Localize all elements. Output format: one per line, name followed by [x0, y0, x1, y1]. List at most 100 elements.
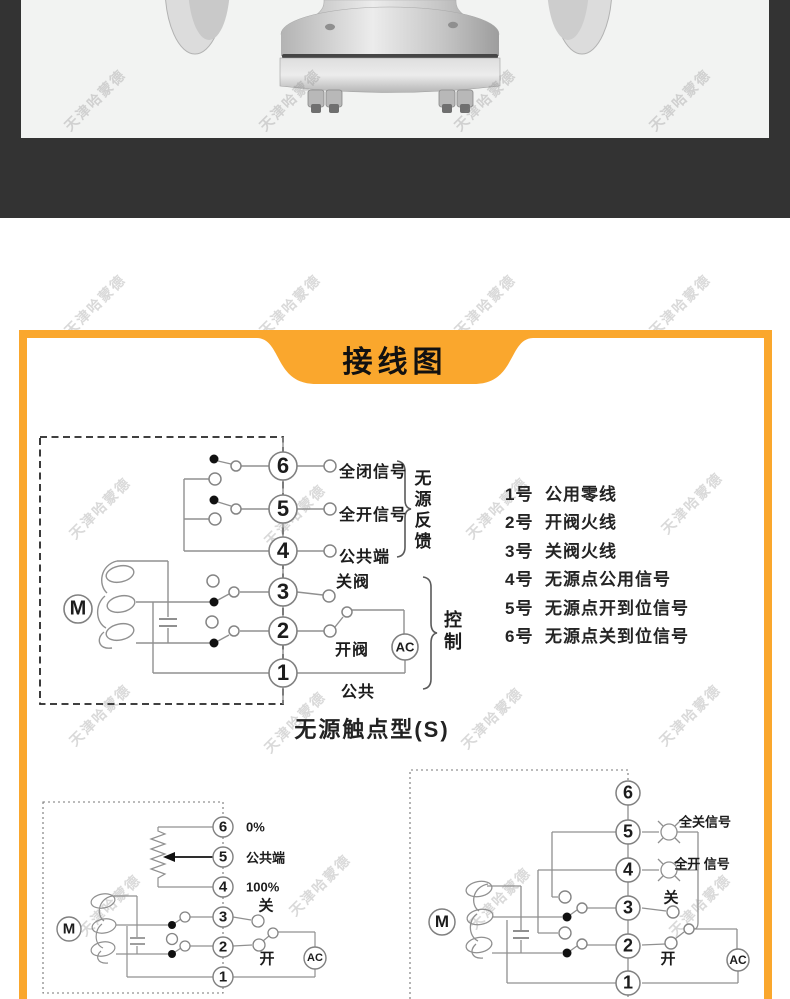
ac-label: AC	[307, 952, 323, 964]
bl-close-label: 关	[258, 897, 274, 915]
bl-terminal-1-label: 1	[218, 968, 228, 986]
bl-open-label: 开	[259, 950, 275, 968]
lamp-icon	[657, 858, 681, 882]
common-label: 公共	[340, 684, 376, 701]
wire-number: 2号	[505, 513, 534, 532]
feedback-group-label: 无源反馈	[411, 469, 431, 553]
ac-label: AC	[729, 953, 747, 967]
common-terminal-label: 公共端	[339, 549, 391, 566]
wire-desc: 公用零线	[545, 485, 617, 504]
wire-desc: 无源点开到位信号	[545, 599, 689, 618]
bolt-hole	[325, 23, 335, 31]
valve-photo	[21, 0, 769, 138]
br-terminal-6-label: 6	[622, 782, 634, 803]
motor-icon	[56, 916, 82, 942]
br-terminal-4-label: 4	[622, 859, 634, 880]
ac-source-icon	[303, 946, 327, 970]
wire-number: 3号	[505, 542, 534, 561]
bl-dotted-boundary	[42, 801, 224, 994]
br-terminal-3-label: 3	[622, 897, 634, 918]
bl-terminal-4-label: 4	[218, 878, 228, 896]
motor-winding-icon	[465, 880, 494, 959]
motor-label: M	[434, 912, 450, 931]
lamp-icon	[657, 820, 681, 844]
br-close-label: 关	[663, 889, 679, 907]
br-dotted-boundary	[409, 769, 629, 999]
wire-list-item: 1号 公用零线	[505, 485, 617, 505]
terminal-5-label: 5	[276, 496, 290, 521]
br-diagram-contacts	[558, 890, 695, 950]
terminal-4-label: 4	[276, 538, 290, 563]
bolts	[307, 89, 474, 113]
bl-diagram-contacts	[165, 911, 279, 952]
bl-terminal-3-label: 3	[218, 908, 228, 926]
main-diagram-contact-dots	[209, 454, 219, 648]
terminal-6-label: 6	[276, 453, 290, 478]
wire-list-item: 6号 无源点关到位信号	[505, 627, 689, 647]
full-close-signal-label: 全闭信号	[339, 464, 408, 481]
wire-desc: 无源点公用信号	[545, 570, 671, 589]
main-diagram-wires	[39, 436, 438, 705]
valve-body	[279, 0, 501, 113]
br-full-open-signal-label: 全开 信号	[674, 856, 730, 872]
potentiometer-icon	[149, 827, 167, 887]
bl-terminal-6-label: 6	[218, 818, 228, 836]
pipe-flange-left	[165, 0, 230, 55]
terminal-2-label: 2	[276, 618, 290, 643]
capacitor-icon	[130, 937, 145, 954]
motor-icon	[63, 594, 93, 624]
wire-desc: 无源点关到位信号	[545, 627, 689, 646]
br-terminal-2-label: 2	[622, 935, 634, 956]
bl-terminal-circles	[56, 816, 327, 988]
section-title: 接线图	[342, 346, 448, 379]
br-terminal-1-label: 1	[622, 972, 634, 993]
bolt-hole	[448, 21, 458, 29]
ac-source-icon	[726, 948, 750, 972]
bl-common-label: 公共端	[246, 850, 286, 866]
gasket-groove	[282, 54, 498, 59]
bl-diagram-contact-dots	[168, 921, 176, 958]
motor-label: M	[62, 920, 76, 938]
diagram-caption: 无源触点型(S)	[294, 717, 450, 742]
pipe-flange-right	[547, 0, 612, 55]
wire-desc: 关阀火线	[545, 542, 617, 561]
valve-illustration	[165, 0, 612, 113]
main-diagram-contacts	[205, 459, 353, 638]
close-valve-label: 关阀	[335, 574, 371, 591]
br-diagram-contact-dots	[562, 912, 572, 958]
wire-number: 4号	[505, 570, 534, 589]
wire-list-item: 5号 无源点开到位信号	[505, 599, 689, 619]
motor-winding-icon	[96, 560, 136, 649]
control-group-bracket	[422, 576, 438, 690]
br-open-label: 开	[660, 950, 676, 968]
br-terminal-5-label: 5	[622, 821, 634, 842]
wire-list-item: 3号 关阀火线	[505, 542, 617, 562]
wire-desc: 开阀火线	[545, 513, 617, 532]
br-diagram-wires	[409, 769, 739, 999]
full-open-signal-label: 全开信号	[339, 507, 408, 524]
wire-number: 5号	[505, 599, 534, 618]
terminal-1-label: 1	[276, 660, 290, 685]
bl-terminal-5-label: 5	[218, 848, 228, 866]
terminal-3-label: 3	[276, 579, 290, 604]
bl-terminal-2-label: 2	[218, 938, 228, 956]
bl-0pct-label: 0%	[246, 819, 265, 835]
motor-icon	[428, 908, 456, 936]
feedback-group-bracket	[396, 460, 412, 558]
actuator-dashed-boundary	[39, 436, 284, 705]
photo-band	[0, 0, 790, 218]
open-valve-label: 开阀	[334, 642, 370, 659]
capacitor-icon	[513, 930, 529, 953]
wire-list-item: 4号 无源点公用信号	[505, 570, 671, 590]
capacitor-icon	[159, 618, 177, 643]
motor-label: M	[69, 597, 87, 620]
ac-source-icon	[391, 633, 419, 661]
wire-list-item: 2号 开阀火线	[505, 513, 617, 533]
wiper-arrow-head	[163, 852, 175, 862]
main-terminal-circles	[63, 451, 419, 688]
banner-tab	[257, 330, 533, 384]
br-full-close-signal-label: 全关信号	[678, 814, 732, 830]
bl-100pct-label: 100%	[246, 879, 280, 895]
